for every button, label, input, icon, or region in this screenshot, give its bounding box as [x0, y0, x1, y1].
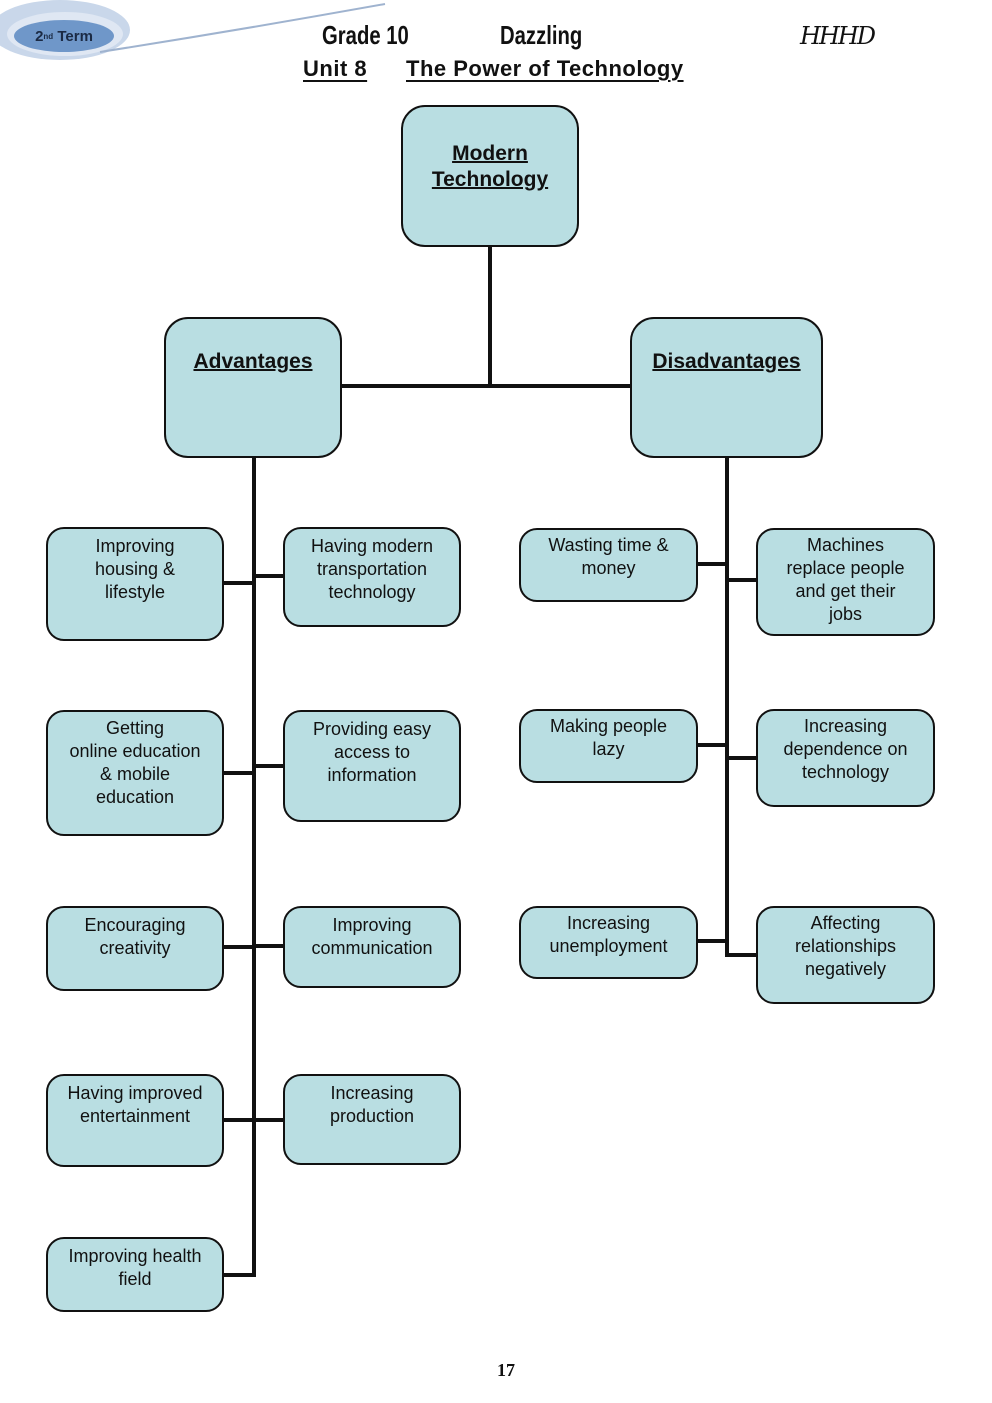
root-node-modern-technology: Modern Technology [401, 105, 579, 247]
connector-dis-r2 [727, 756, 757, 760]
connector-dis-l1 [697, 562, 727, 566]
connector-advantages-spine [252, 457, 256, 1277]
connector-adv-r1 [254, 574, 284, 578]
advantage-node: Having improved entertainment [46, 1074, 224, 1167]
advantage-label: Encouraging creativity [84, 915, 186, 958]
advantage-label: Getting online education & mobile educat… [69, 718, 201, 807]
advantage-label: Increasing production [329, 1083, 415, 1126]
disadvantage-node: Increasing dependence on technology [756, 709, 935, 807]
advantage-label: Improving housing & lifestyle [94, 536, 176, 602]
advantage-node: Having modern transportation technology [283, 527, 461, 627]
root-node-label: Modern Technology [431, 142, 549, 191]
disadvantage-node: Wasting time & money [519, 528, 698, 602]
term-number: 2 [35, 27, 44, 45]
grade-label: Grade 10 [322, 20, 409, 50]
term-word: Term [57, 27, 93, 45]
connector-adv-l2 [223, 771, 254, 775]
advantage-node: Increasing production [283, 1074, 461, 1165]
connector-adv-l5 [223, 1273, 256, 1277]
connector-root-down [488, 246, 492, 388]
advantages-title: Advantages [193, 350, 313, 373]
connector-dis-l3 [697, 939, 727, 943]
connector-adv-r2 [254, 764, 284, 768]
disadvantage-node: Increasing unemployment [519, 906, 698, 979]
advantage-node: Improving health field [46, 1237, 224, 1312]
advantage-label: Improving communication [311, 915, 433, 958]
category-disadvantages: Disadvantages [630, 317, 823, 458]
advantage-label: Providing easy access to information [312, 719, 432, 785]
connector-adv-r3 [254, 944, 284, 948]
unit-label: Unit 8 [303, 56, 368, 81]
advantage-node: Improving communication [283, 906, 461, 988]
advantage-label: Improving health field [68, 1246, 202, 1289]
disadvantage-label: Wasting time & money [548, 535, 669, 578]
category-advantages: Advantages [164, 317, 342, 458]
advantage-label: Having modern transportation technology [310, 536, 434, 602]
book-title: Dazzling [500, 20, 583, 50]
connector-horizontal-main [341, 384, 631, 388]
advantage-label: Having improved entertainment [67, 1083, 203, 1126]
connector-adv-l1 [223, 581, 254, 585]
advantage-node: Getting online education & mobile educat… [46, 710, 224, 836]
disadvantage-label: Affecting relationships negatively [794, 913, 897, 979]
connector-dis-r3 [727, 953, 757, 957]
advantage-node: Providing easy access to information [283, 710, 461, 822]
disadvantage-label: Making people lazy [549, 716, 668, 759]
disadvantage-node: Making people lazy [519, 709, 698, 783]
connector-adv-r4 [254, 1118, 284, 1122]
connector-dis-l2 [697, 743, 727, 747]
author-signature: HHHD [800, 22, 876, 50]
advantage-node: Encouraging creativity [46, 906, 224, 991]
unit-title: The Power of Technology [406, 56, 684, 81]
connector-disadvantages-spine [725, 457, 729, 957]
connector-adv-l3 [223, 945, 254, 949]
disadvantage-label: Increasing unemployment [549, 913, 668, 956]
connector-adv-l4 [223, 1118, 254, 1122]
disadvantage-label: Increasing dependence on technology [783, 716, 908, 782]
term-suffix: nd [43, 31, 54, 41]
disadvantages-title: Disadvantages [652, 350, 801, 373]
disadvantage-node: Machines replace people and get their jo… [756, 528, 935, 636]
disadvantage-node: Affecting relationships negatively [756, 906, 935, 1004]
advantage-node: Improving housing & lifestyle [46, 527, 224, 641]
page-number: 17 [497, 1360, 515, 1380]
connector-dis-r1 [727, 578, 757, 582]
disadvantage-label: Machines replace people and get their jo… [786, 535, 905, 624]
